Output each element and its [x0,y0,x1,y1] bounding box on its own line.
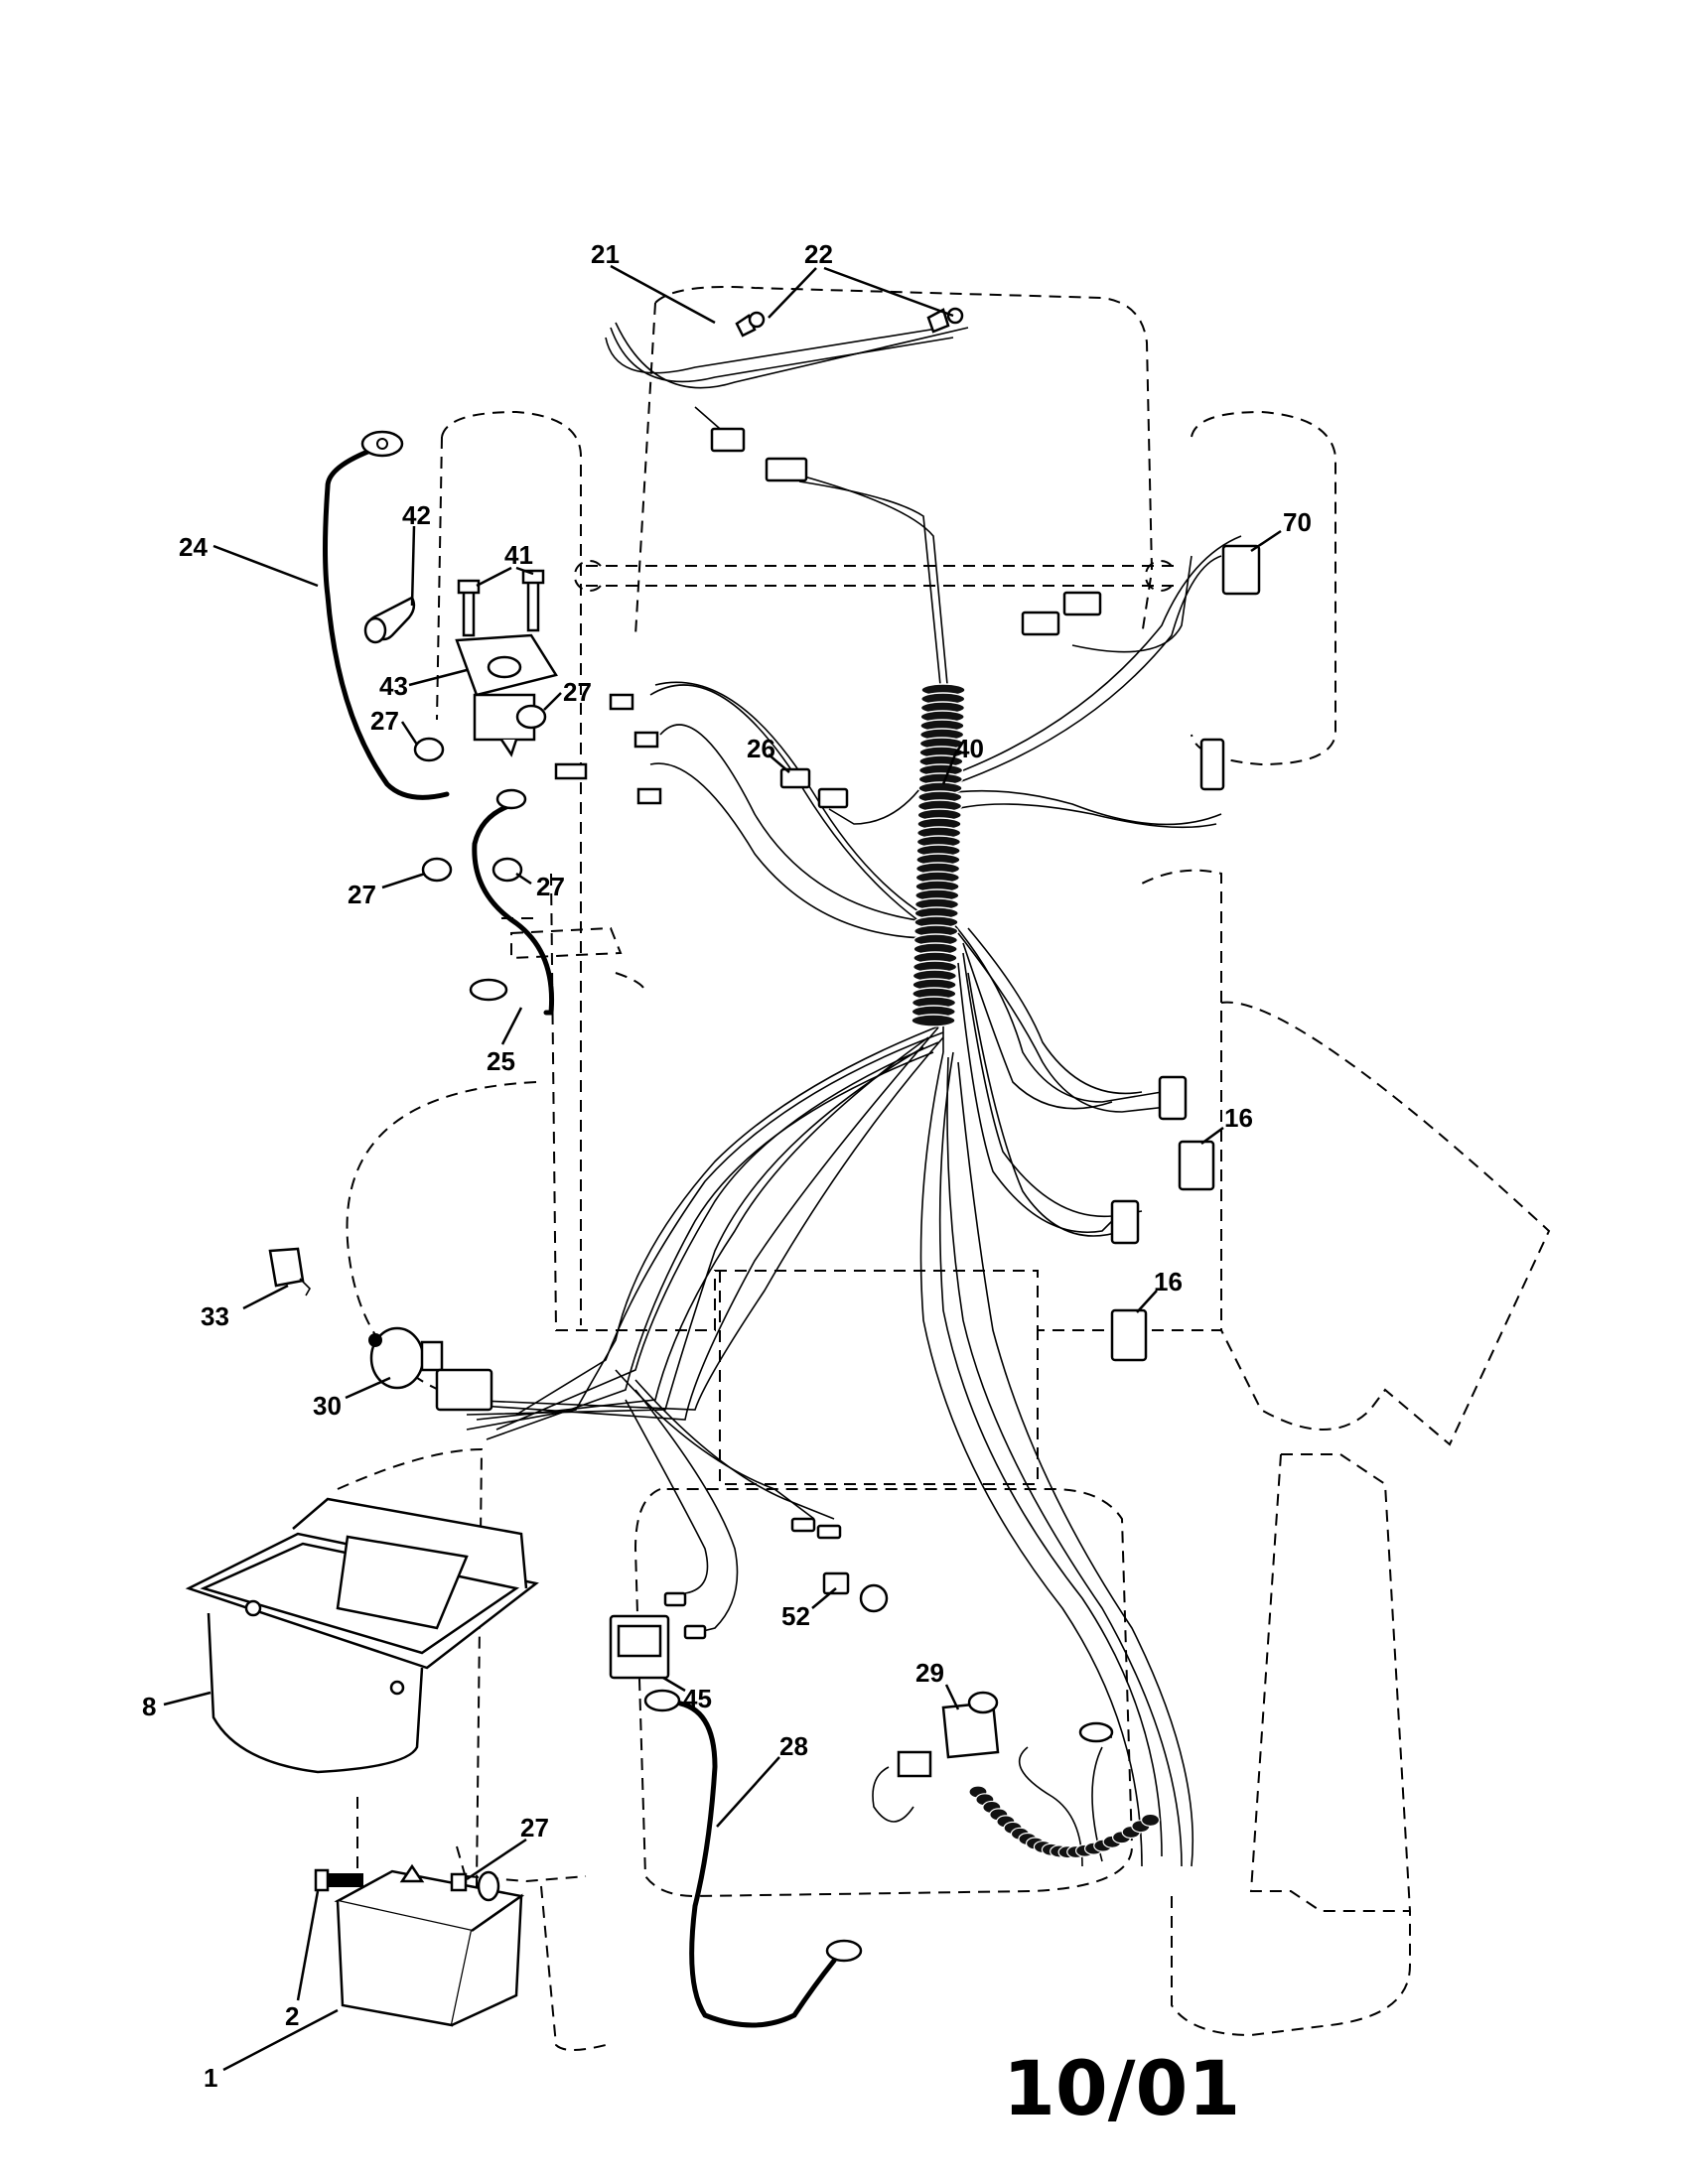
callout-27-e: 27 [520,1813,549,1843]
callout-40: 40 [955,734,984,763]
callout-27-d: 27 [536,872,565,901]
callout-22: 22 [804,239,833,269]
part-52-bulb [822,1571,889,1613]
part-30-ignition-switch [368,1326,493,1412]
callout-70: 70 [1283,507,1312,537]
callout-labels: 21 22 70 42 41 24 43 27 27 26 40 27 27 2… [142,239,1312,2093]
part-70-switch-connector [1021,544,1261,791]
callout-2: 2 [285,2001,299,2031]
main-wiring-harness [456,322,1242,1867]
callout-45: 45 [683,1684,712,1713]
callout-33: 33 [201,1301,229,1331]
callout-24: 24 [179,532,208,562]
callout-43: 43 [379,671,408,701]
part-42-terminal-boot [363,596,416,644]
wire-terminals [554,693,842,1640]
callout-29: 29 [915,1658,944,1688]
callout-16-a: 16 [1224,1103,1253,1133]
callout-16-b: 16 [1154,1267,1183,1297]
part-16-connectors [1110,1075,1215,1362]
callout-27-c: 27 [348,880,376,909]
part-8-battery-tray [185,1497,539,1774]
part-41-bolts [457,569,545,637]
callout-leaders [163,264,1282,2072]
lower-wire-coil [968,1785,1161,1859]
part-2-bolt [314,1868,363,1892]
callout-27-b: 27 [370,706,399,736]
part-45-hour-meter [609,1614,670,1680]
callout-25: 25 [487,1046,515,1076]
part-27-nuts [413,704,547,883]
part-21-light-harness [710,307,964,482]
callout-52: 52 [781,1601,810,1631]
callout-26: 26 [747,734,775,763]
callout-28: 28 [779,1731,808,1761]
conduit-coil-turn [911,1014,956,1027]
callout-30: 30 [313,1391,342,1421]
callout-27-a: 27 [563,677,592,707]
part-25-cable [469,788,555,1016]
part-28-ground-cable [643,1689,863,2028]
revision-date-code: 10/01 [1003,2044,1240,2132]
callout-42: 42 [402,500,431,530]
part-33-ignition-key [268,1247,311,1297]
callout-8: 8 [142,1692,156,1721]
callout-21: 21 [591,239,620,269]
part-27-nut-battery [399,1863,468,1892]
part-29-switch [872,1691,1114,1823]
part-24-battery-cable [323,430,450,800]
part-26-connector [779,767,849,809]
part-43-starter-solenoid [455,633,558,757]
lower-coil-turn [1140,1813,1161,1828]
callout-1: 1 [204,2063,217,2093]
part-1-battery [334,1869,525,2027]
callout-41: 41 [504,540,533,570]
